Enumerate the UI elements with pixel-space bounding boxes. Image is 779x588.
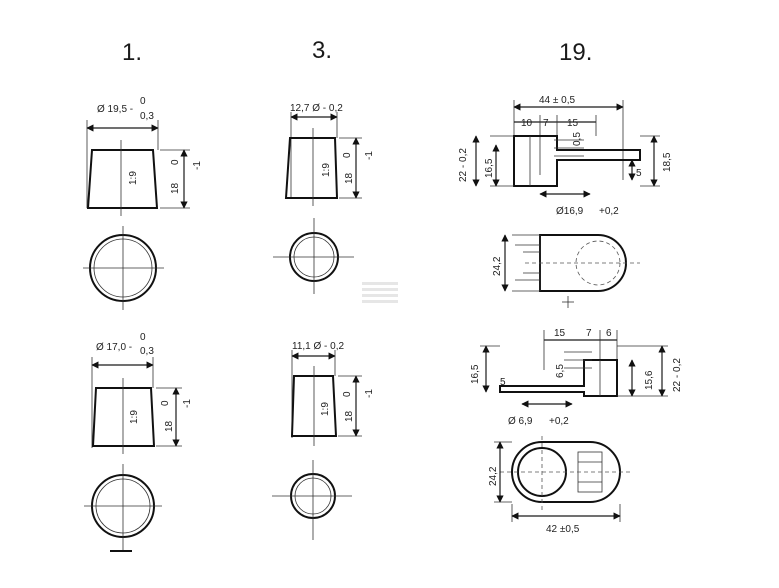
p19-top-hole-tol: +0,2 [599,206,619,217]
p19-top-hole: Ø16,9 [556,206,584,217]
p19-top-d15: 15 [567,118,579,129]
part-19-bottom-plan-view: 24,2 42 ±0,5 [488,436,632,535]
part1-bottom-h-lower: -1 [182,399,193,408]
part-3-top-plan [273,218,354,294]
p19-top-d7: 7 [543,118,549,129]
part-3-top-elevation: 12,7 Ø - 0,2 1:9 18 0 -1 [284,103,375,206]
p19-top-h185: 18,5 [662,152,673,172]
part3-bottom-height: 18 [344,410,355,422]
part1-bottom-h-upper: 0 [160,400,171,406]
p19-bottom-h156: 15,6 [644,370,655,390]
part1-top-tol-lower: 0,3 [140,111,154,122]
p19-bottom-d6: 6 [606,328,612,339]
p19-bottom-d65: 6,5 [555,364,566,378]
p19-bottom-hole-tol: +0,2 [549,416,569,427]
part1-bottom-tol-lower: 0,3 [140,346,154,357]
p19-top-h5: 5 [636,168,642,179]
part-19-bottom-side-view: 15 7 6 6,5 16,5 5 15,6 22 - 0,2 Ø 6,9 +0… [470,328,683,427]
header-part-3: 3. [312,37,332,64]
part-1-bottom-elevation: Ø 17,0 - 0 0,3 1:9 18 0 -1 [91,332,193,454]
part-1-top-elevation: Ø 19,5 - 0 0,3 1:9 18 0 -1 [86,96,203,216]
part1-top-dia: Ø 19,5 - [97,104,133,115]
p19-bottom-hole: Ø 6,9 [508,416,533,427]
part1-top-height: 18 [170,182,181,194]
part1-top-taper: 1:9 [128,171,139,185]
center-cross-mark [562,296,574,308]
part1-bottom-height: 18 [164,420,175,432]
p19-plan-top-w: 24,2 [492,256,503,276]
part1-bottom-dia: Ø 17,0 - [96,342,132,353]
part1-bottom-tol-upper: 0 [140,332,146,343]
p19-top-d10: 10 [521,118,533,129]
p19-bottom-h22: 22 - 0,2 [672,358,683,392]
part1-bottom-taper: 1:9 [129,410,140,424]
p19-bottom-h165l: 16,5 [470,364,481,384]
part1-top-h-lower: -1 [192,161,203,170]
p19-top-h22: 22 - 0,2 [458,148,469,182]
part-3-bottom-plan [272,460,352,540]
part1-top-tol-upper: 0 [140,96,146,107]
p19-top-width: 44 ± 0,5 [539,95,576,106]
part-1-top-plan [83,226,164,310]
part3-top-taper: 1:9 [321,163,332,177]
part3-top-dia: 12,7 Ø - 0,2 [290,103,343,114]
p19-top-d05: 0,5 [572,132,583,146]
part-1-bottom-plan [84,464,162,552]
part3-top-h-upper: 0 [342,152,353,158]
p19-bottom-d15: 15 [554,328,566,339]
part3-top-height: 18 [344,172,355,184]
watermark-logo [362,282,398,303]
p19-top-h165: 16,5 [484,158,495,178]
header-part-1: 1. [122,39,142,66]
p19-plan-bottom-len: 42 ±0,5 [546,524,580,535]
part3-bottom-taper: 1:9 [320,402,331,416]
part1-top-h-upper: 0 [170,159,181,165]
part-19-top-side-view: 44 ± 0,5 10 7 15 0,5 22 - 0,2 16,5 18,5 … [458,95,673,217]
part3-top-h-lower: -1 [364,151,375,160]
part-19-top-plan-view: 24,2 [492,234,640,292]
p19-plan-bottom-w: 24,2 [488,466,499,486]
p19-bottom-d7: 7 [586,328,592,339]
header-part-19: 19. [559,39,592,66]
part3-bottom-h-upper: 0 [342,391,353,397]
p19-bottom-h5: 5 [500,377,506,388]
part3-bottom-dia: 11,1 Ø - 0,2 [292,341,345,352]
part3-bottom-h-lower: -1 [364,389,375,398]
part-3-bottom-elevation: 11,1 Ø - 0,2 1:9 18 0 -1 [290,341,375,446]
